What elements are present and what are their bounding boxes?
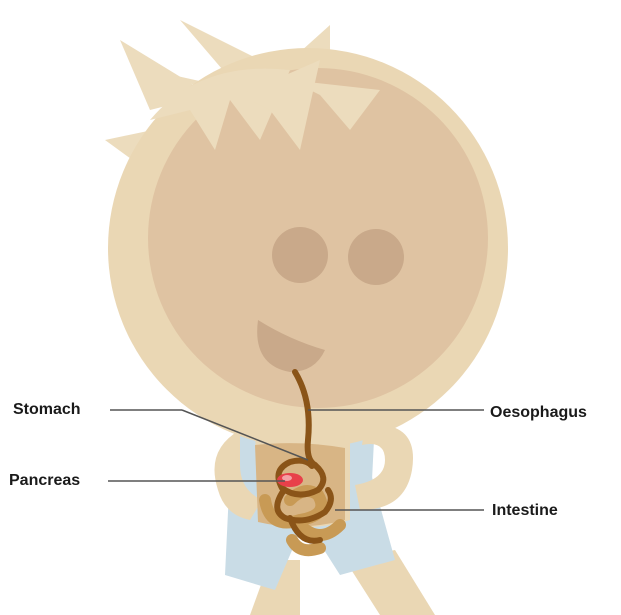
stomach-label: Stomach <box>13 401 81 419</box>
pancreas-label: Pancreas <box>9 472 80 490</box>
oesophagus-label: Oesophagus <box>490 404 587 422</box>
intestine-label: Intestine <box>492 502 558 520</box>
right-eye <box>348 229 404 285</box>
left-eye <box>272 227 328 283</box>
pancreas-highlight <box>282 475 292 481</box>
